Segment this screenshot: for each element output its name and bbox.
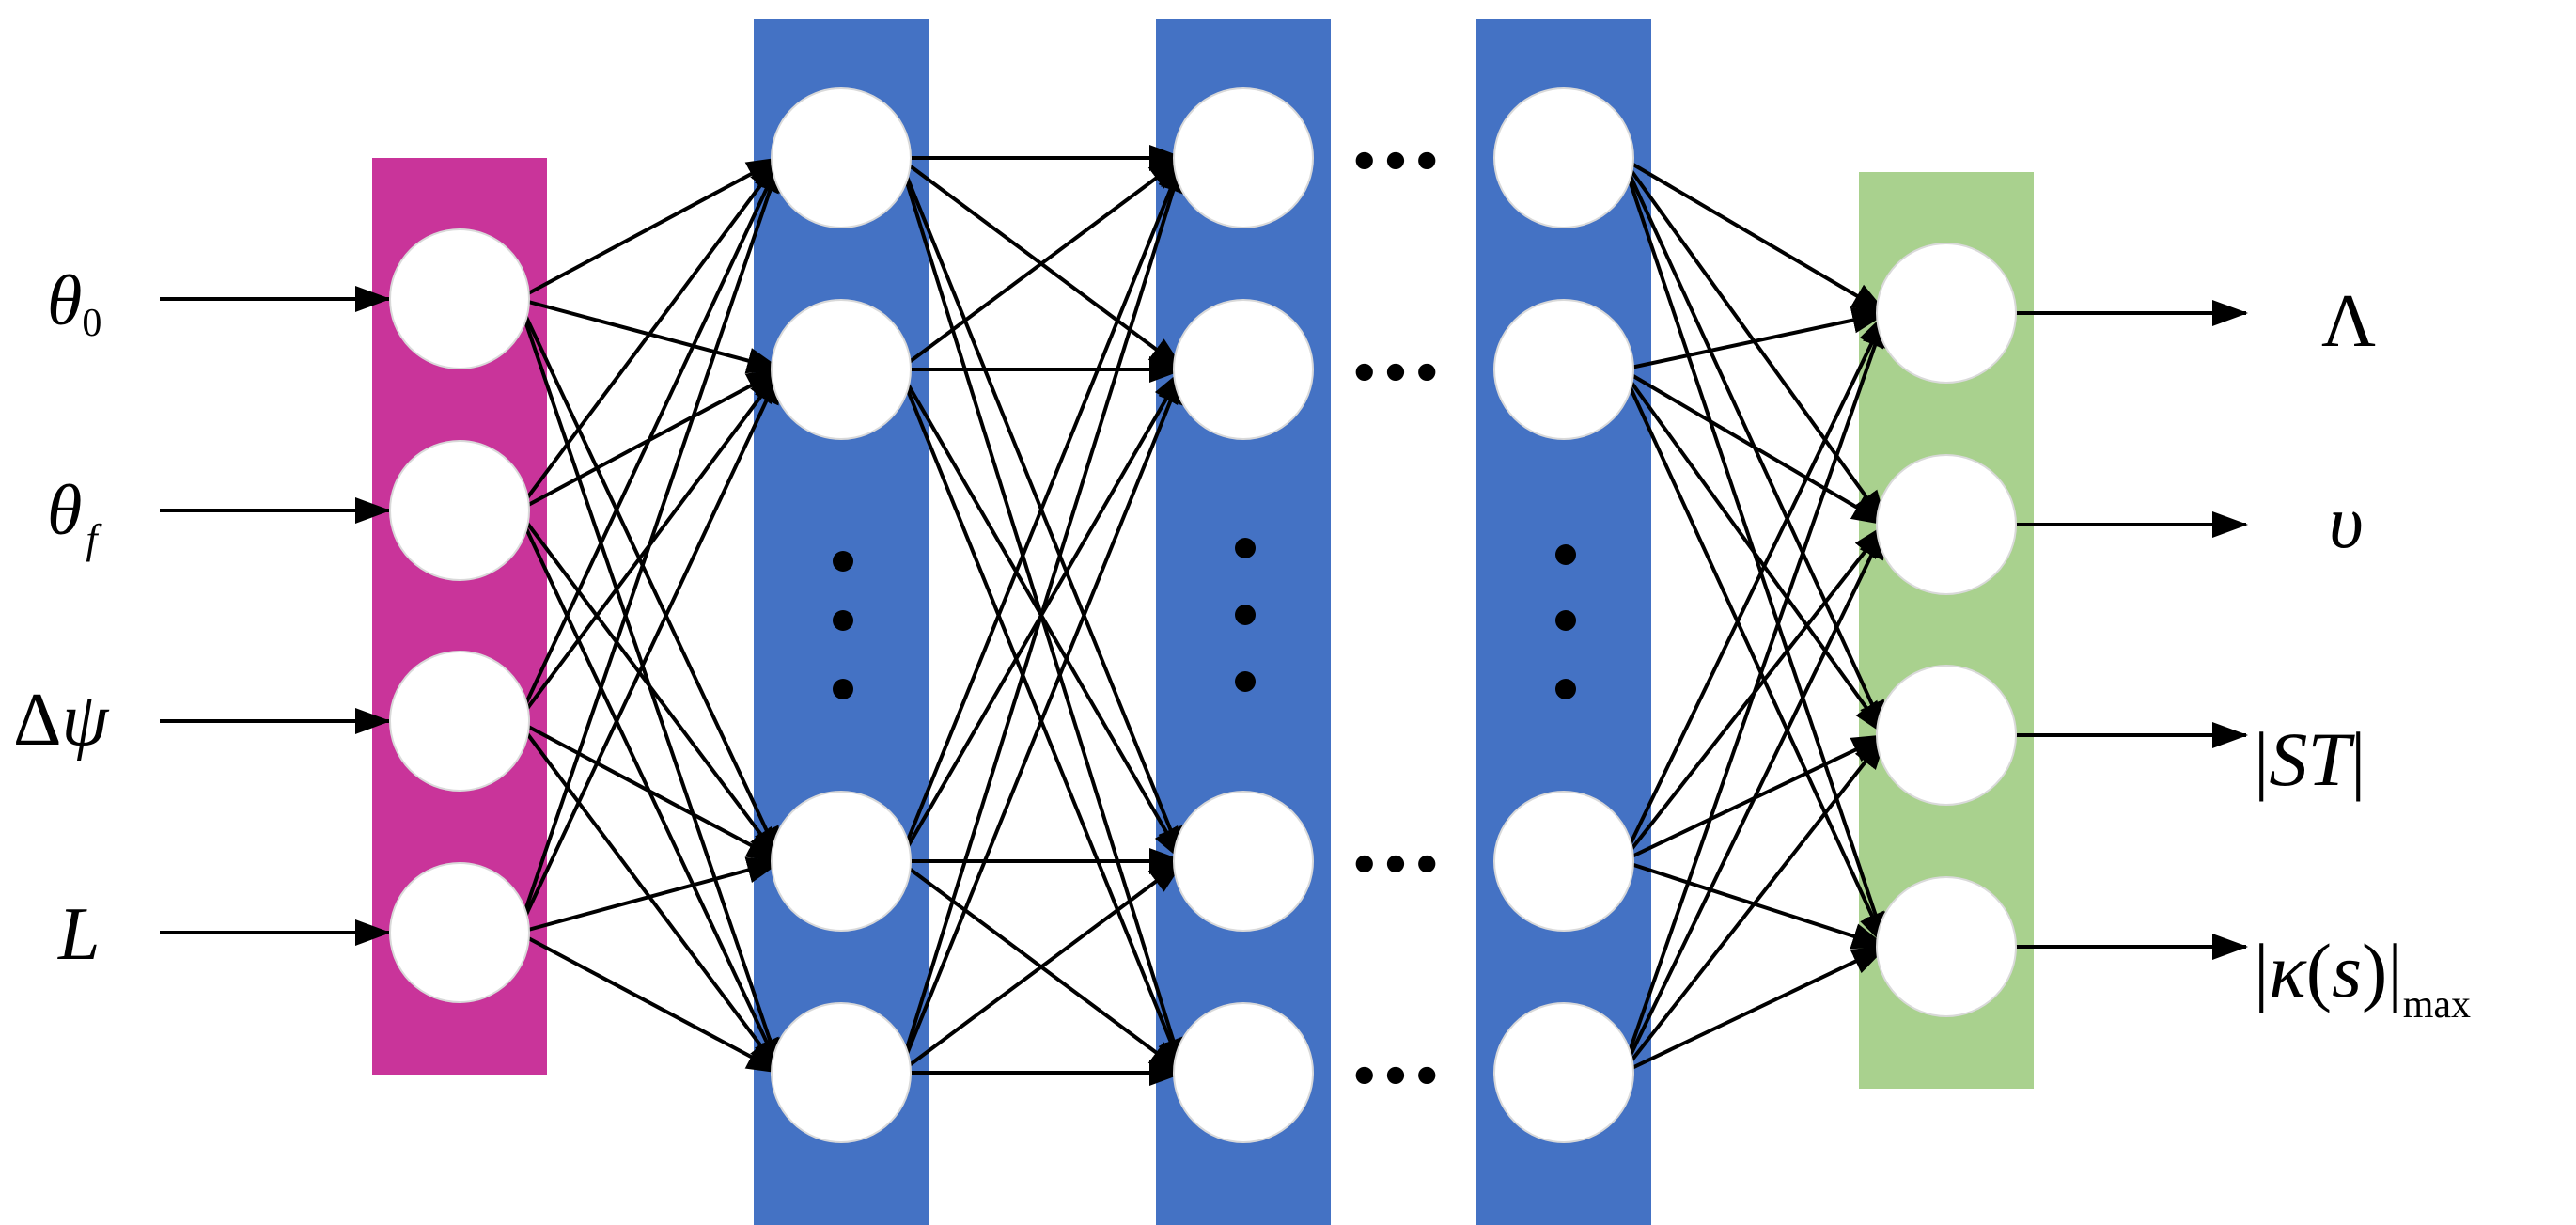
edge-input-3-to-h1-1 <box>516 368 783 934</box>
node-h2-1 <box>1173 299 1314 440</box>
edge-h3-3-to-output-1 <box>1620 523 1888 1074</box>
vertical-ellipsis <box>833 538 1576 699</box>
edge-input-3-to-h1-2 <box>517 856 783 934</box>
ellipsis-h-row4: ••• <box>1349 1049 1443 1106</box>
ellipsis-dots: ••• ••• ••• ••• <box>1349 134 1443 1106</box>
edge-h3-0-to-output-0 <box>1620 156 1888 315</box>
edge-h3-1-to-output-1 <box>1620 368 1888 526</box>
node-input-0 <box>389 228 530 369</box>
edge-input-3-to-h1-3 <box>517 931 783 1075</box>
edge-input-3-to-h1-0 <box>516 156 783 934</box>
node-h1-2 <box>771 791 912 932</box>
edge-input-1-to-h1-2 <box>516 509 783 863</box>
edge-h3-1-to-output-0 <box>1621 306 1888 371</box>
node-h3-2 <box>1493 791 1634 932</box>
output-lambda-label: Λ <box>2321 280 2376 363</box>
nodes <box>389 87 2017 1143</box>
node-output-0 <box>1876 243 2017 384</box>
node-h3-0 <box>1493 87 1634 228</box>
node-h1-3 <box>771 1002 912 1143</box>
connections <box>516 145 1888 1086</box>
node-h2-0 <box>1173 87 1314 228</box>
node-output-3 <box>1876 876 2017 1017</box>
input-L-label: L <box>57 893 101 976</box>
node-h1-1 <box>771 299 912 440</box>
edge-h1-2-to-h2-0 <box>898 156 1185 862</box>
edge-h1-3-to-h2-1 <box>898 368 1185 1074</box>
node-output-1 <box>1876 454 2017 595</box>
output-kappa-label: |κ(s)|max <box>2254 928 2471 1027</box>
edge-h3-1-to-output-3 <box>1620 369 1888 949</box>
output-arrows <box>2014 300 2248 960</box>
edge-h3-2-to-output-0 <box>1620 311 1888 862</box>
ellipsis-h-row1: ••• <box>1349 134 1443 191</box>
node-input-3 <box>389 862 530 1003</box>
output-upsilon-label: υ <box>2329 481 2364 564</box>
node-h1-0 <box>771 87 912 228</box>
edge-input-2-to-h1-0 <box>516 156 783 722</box>
node-h2-3 <box>1173 1002 1314 1143</box>
edge-h3-3-to-output-0 <box>1620 311 1888 1074</box>
output-st-label: |ST| <box>2254 716 2365 802</box>
ellipsis-h-row2: ••• <box>1349 346 1443 402</box>
edge-h3-3-to-output-3 <box>1621 945 1888 1075</box>
edge-input-0-to-h1-2 <box>516 298 783 863</box>
node-output-2 <box>1876 665 2017 806</box>
input-theta0-label: θ0 <box>47 261 101 345</box>
edge-h3-1-to-output-2 <box>1620 368 1888 737</box>
edge-h3-3-to-output-2 <box>1620 733 1888 1075</box>
input-arrows <box>160 286 391 946</box>
edge-h1-3-to-h2-0 <box>898 156 1186 1074</box>
node-h3-1 <box>1493 299 1634 440</box>
input-thetaf-label: θf <box>47 471 102 562</box>
edge-input-2-to-h1-2 <box>517 719 783 863</box>
edge-h1-1-to-h2-0 <box>898 156 1185 371</box>
edge-input-1-to-h1-0 <box>516 156 783 512</box>
edge-input-0-to-h1-0 <box>517 156 783 301</box>
ellipsis-h-row3: ••• <box>1349 838 1443 894</box>
input-dpsi-label: Δψ <box>13 679 109 762</box>
node-h3-3 <box>1493 1002 1634 1143</box>
edge-h1-3-to-h2-2 <box>898 859 1185 1075</box>
node-h2-2 <box>1173 791 1314 932</box>
node-input-1 <box>389 440 530 581</box>
node-input-2 <box>389 651 530 792</box>
